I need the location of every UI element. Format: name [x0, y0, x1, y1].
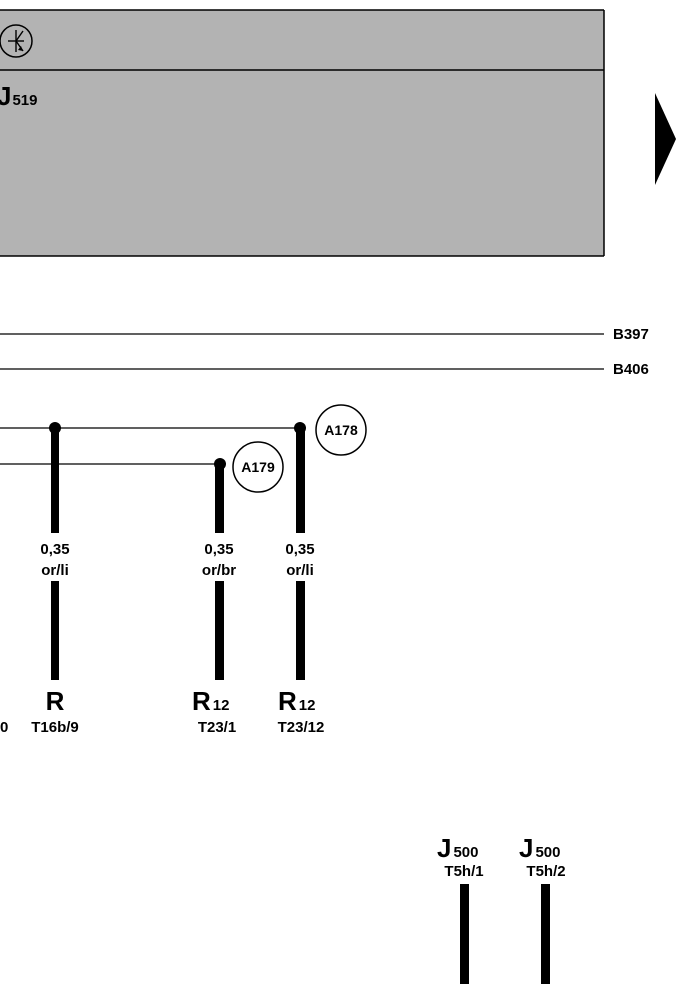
bus-label-b406: B406 [613, 361, 649, 378]
panel-component-label: J519 [0, 81, 38, 111]
wire-size: 0,35 [285, 541, 314, 558]
connector-a179: A179 [232, 441, 284, 493]
control-unit-panel: J519 [0, 9, 605, 257]
bus-label-b397: B397 [613, 326, 649, 343]
connector-a178: A178 [315, 404, 367, 456]
wire-color: or/li [41, 562, 69, 579]
wire-size: 0,35 [204, 541, 233, 558]
wire-component: R [46, 686, 65, 716]
left-fragment-label: 0 [0, 719, 8, 736]
triangle-right-icon[interactable] [655, 93, 676, 185]
wire-color: or/br [202, 562, 236, 579]
connector-label-a178: A178 [324, 422, 358, 438]
wire-size: 0,35 [40, 541, 69, 558]
wire-pin: T23/1 [198, 719, 236, 736]
wire-color: or/li [286, 562, 314, 579]
wire-pin: T5h/2 [526, 863, 565, 880]
wire-t16b-9: 0,35 or/li R T16b/9 [31, 422, 79, 736]
wire-pin: T23/12 [278, 719, 325, 736]
bus-lines [0, 333, 604, 370]
transistor-symbol-icon [0, 24, 33, 58]
connector-label-a179: A179 [241, 459, 275, 475]
wire-pin: T16b/9 [31, 719, 79, 736]
wire-pin: T5h/1 [444, 863, 483, 880]
